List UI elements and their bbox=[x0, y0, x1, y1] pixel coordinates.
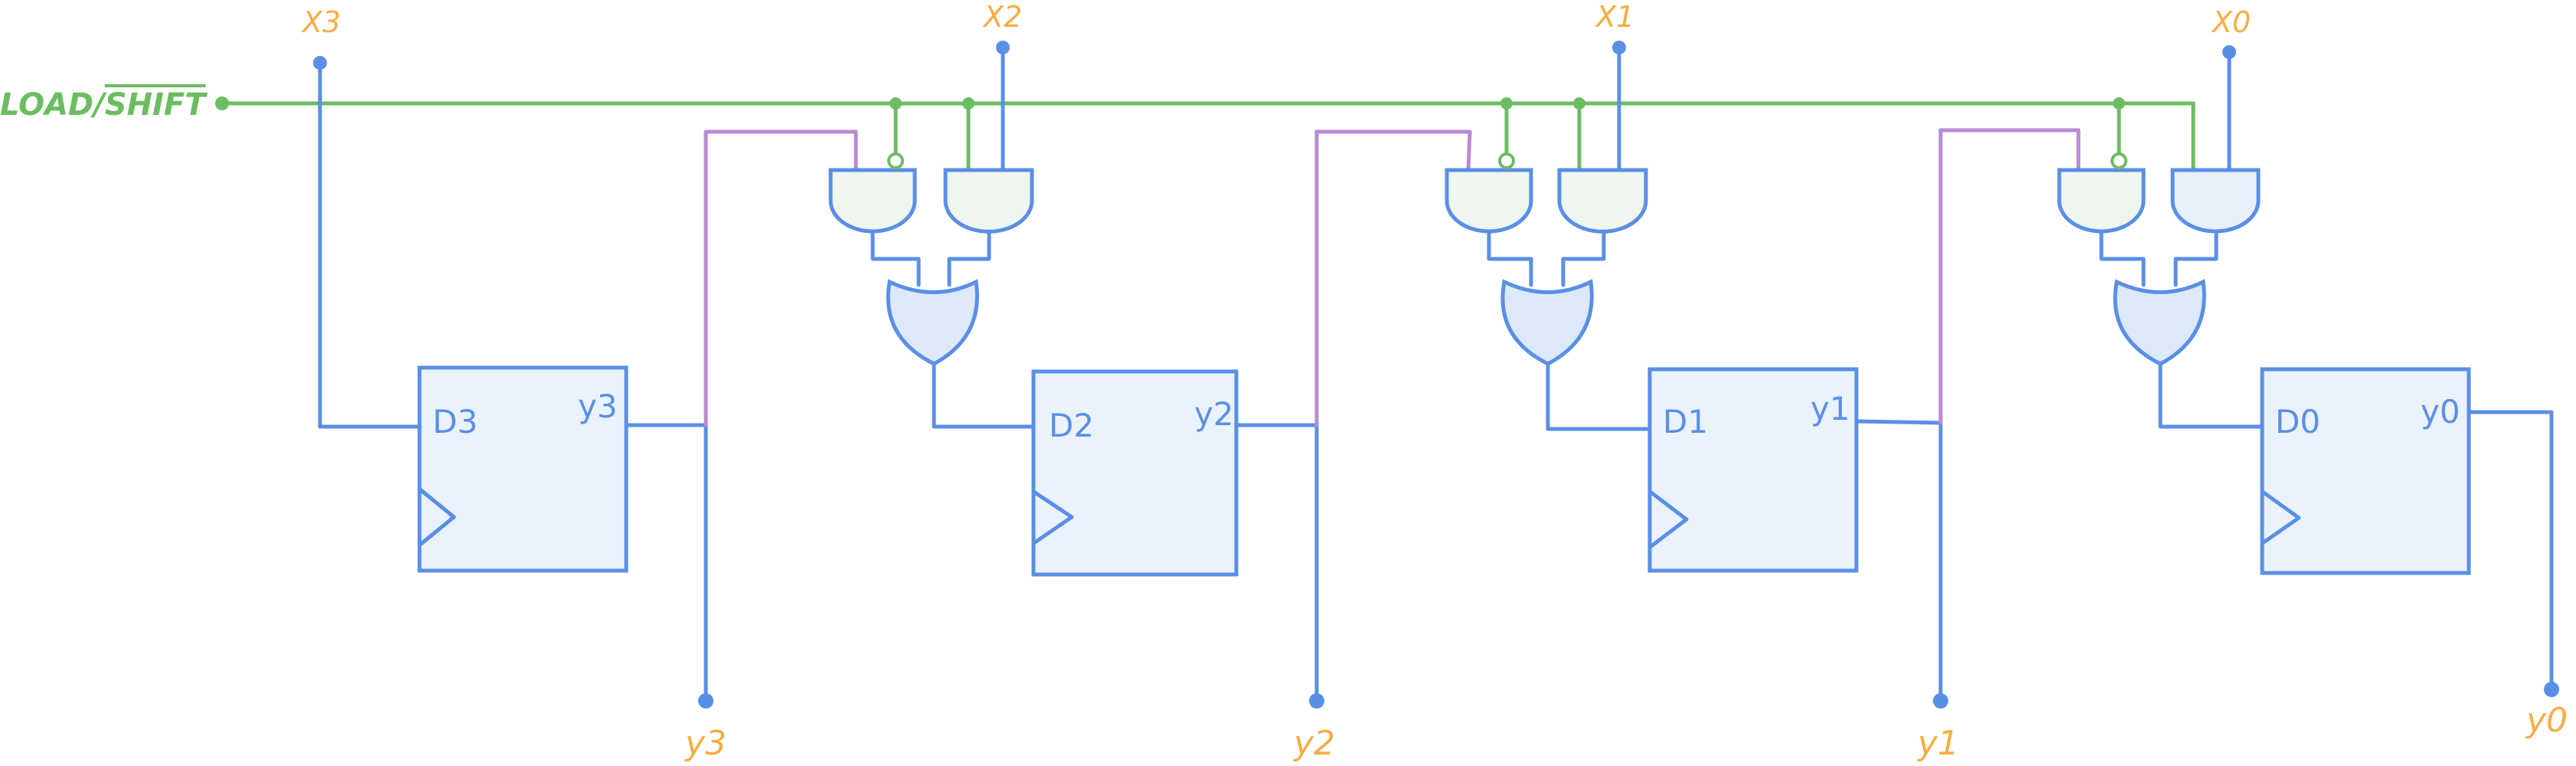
load-shift-control: LOAD/SHIFT bbox=[0, 87, 2196, 172]
stage1-and-gate-2 bbox=[1557, 168, 1648, 234]
output-y0-terminal bbox=[2544, 682, 2559, 697]
stage1-or-gate bbox=[1500, 279, 1594, 366]
output-y2-terminal bbox=[1309, 693, 1324, 709]
flipflop-0-q-label: y0 bbox=[2421, 393, 2460, 430]
stage2-or-out bbox=[932, 362, 1036, 429]
input-x0-terminal bbox=[2222, 45, 2236, 59]
shift-wire-1 bbox=[1938, 128, 2081, 425]
output-y2-label: y2 bbox=[1292, 724, 1335, 763]
flipflop-1-box bbox=[1647, 367, 1859, 573]
flipflop-3: D3 y3 bbox=[417, 365, 628, 573]
flipflop-2-box bbox=[1031, 369, 1239, 577]
output-y3-terminal bbox=[698, 693, 713, 709]
flipflop-2-q-label: y2 bbox=[1194, 395, 1234, 433]
stage0-or-gate bbox=[2113, 279, 2206, 366]
output-y0-label: y0 bbox=[2525, 701, 2568, 740]
stage2-inverter-bubble bbox=[887, 152, 904, 169]
stage0-junction-1 bbox=[2113, 97, 2125, 110]
shift-wire-3 bbox=[704, 129, 858, 427]
shift-wire-2 bbox=[1314, 129, 1472, 427]
flipflop-3-clock-icon bbox=[419, 488, 456, 546]
stage0-and-gate-1 bbox=[2057, 168, 2146, 234]
flipflop-3-q-label: y3 bbox=[578, 388, 618, 425]
stage1-junction-2 bbox=[1573, 97, 1585, 110]
input-x1-label: X1 bbox=[1595, 0, 1634, 34]
stage2-junction-2 bbox=[962, 97, 975, 110]
stage2-and-gate-2 bbox=[943, 168, 1034, 234]
flipflop-0: D0 y0 bbox=[2260, 367, 2471, 575]
gate-stage-0: X0 bbox=[2057, 5, 2264, 429]
flipflop-2-d-label: D2 bbox=[1049, 407, 1094, 444]
input-x3-label: X3 bbox=[301, 5, 341, 39]
flipflop-2-clock-icon bbox=[1033, 490, 1074, 545]
flipflop-1: D1 y1 bbox=[1647, 367, 1859, 573]
stage1-or-out bbox=[1546, 362, 1652, 431]
stage1-and1-out bbox=[1487, 229, 1533, 287]
stage2-and2-out bbox=[947, 229, 991, 287]
stage2-or-gate bbox=[886, 279, 979, 366]
output-y1-label: y1 bbox=[1916, 724, 1959, 763]
flipflop-3-d-label: D3 bbox=[433, 403, 478, 440]
flipflop-0-d-label: D0 bbox=[2275, 403, 2320, 440]
input-x3-wire bbox=[318, 61, 422, 429]
stage2-junction-1 bbox=[890, 97, 902, 110]
input-x0-label: X0 bbox=[2211, 5, 2251, 39]
load-shift-terminal bbox=[215, 97, 229, 110]
flipflop-3-box bbox=[417, 365, 628, 573]
gate-stage-1: X1 bbox=[1445, 0, 1652, 431]
stage0-and2-out bbox=[2173, 229, 2218, 287]
flipflop-1-clock-icon bbox=[1649, 490, 1689, 548]
load-shift-label: LOAD/SHIFT bbox=[0, 87, 207, 123]
input-x2-label: X2 bbox=[982, 0, 1022, 34]
output-y1-terminal bbox=[1933, 693, 1948, 709]
stage1-and-gate-1 bbox=[1445, 168, 1533, 234]
stage0-and-gate-2 bbox=[2170, 168, 2261, 234]
stage0-or-out bbox=[2158, 362, 2264, 429]
flipflop-1-d-label: D1 bbox=[1663, 403, 1708, 440]
flipflop-1-q-label: y1 bbox=[1810, 390, 1850, 427]
stage2-and1-out bbox=[870, 229, 921, 287]
stage1-inverter-bubble bbox=[1498, 152, 1515, 169]
output-y0-wire bbox=[2467, 410, 2554, 692]
flipflop-1-out-wire bbox=[1854, 419, 1943, 425]
output-y3-label: y3 bbox=[684, 724, 726, 763]
stage0-inverter-bubble bbox=[2111, 152, 2127, 169]
input-x2-terminal bbox=[996, 41, 1010, 54]
stage1-junction-1 bbox=[1500, 97, 1513, 110]
input-x3: X3 bbox=[301, 5, 422, 429]
stage2-and-gate-1 bbox=[828, 168, 917, 234]
gate-stage-2: X2 bbox=[828, 0, 1036, 429]
flipflop-0-box bbox=[2260, 367, 2471, 575]
stage1-and2-out bbox=[1561, 229, 1606, 287]
input-x1-terminal bbox=[1612, 41, 1626, 54]
flipflop-0-clock-icon bbox=[2261, 490, 2301, 545]
flipflop-2: D2 y2 bbox=[1031, 369, 1239, 577]
stage0-and1-out bbox=[2099, 229, 2146, 287]
